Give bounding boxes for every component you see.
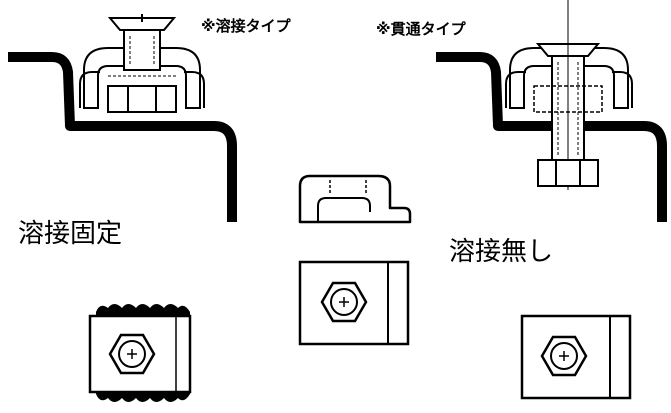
through-bottom-nut — [537, 159, 599, 187]
welded-screw-head — [107, 17, 177, 31]
welded-type-section — [8, 14, 237, 222]
welded-clip-hook-right — [184, 71, 205, 108]
welded-clip-hook-left — [79, 71, 100, 108]
welded-clip-outline — [83, 47, 201, 109]
weld-bead-top — [96, 304, 190, 318]
welded-screw-shank — [123, 29, 161, 71]
through-clip-hook-left — [505, 71, 526, 108]
welded-fixed-label: 溶接固定 — [18, 219, 123, 249]
through-sheet-profile — [436, 52, 667, 222]
welded-hex-nut — [107, 85, 177, 113]
no-weld-top-view — [520, 314, 632, 400]
through-clip-hook-right — [612, 71, 633, 108]
clip-side-inner — [317, 197, 371, 222]
through-inner-nut — [533, 85, 603, 113]
no-welding-label: 溶接無し — [449, 237, 554, 267]
clip-top-view-center — [298, 260, 410, 346]
clip-side-view — [298, 174, 412, 224]
through-type-label: ※貫通タイプ — [376, 20, 466, 38]
welded-sheet-profile — [8, 52, 237, 222]
through-type-section — [436, 0, 667, 222]
welded-top-view — [88, 304, 192, 402]
welded-type-label: ※溶接タイプ — [201, 17, 291, 35]
through-clip-outline — [509, 47, 629, 109]
